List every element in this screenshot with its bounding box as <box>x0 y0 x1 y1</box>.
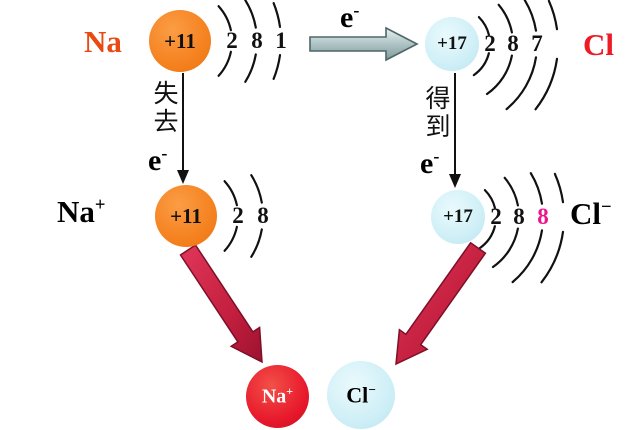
na-ion-shell-count-2: 8 <box>257 203 269 228</box>
na-shell-count-2: 8 <box>251 28 263 53</box>
cl-ion-shell-count-3-gained: 8 <box>537 204 549 229</box>
gain-word-char-2: 到 <box>425 112 451 141</box>
cl-shell-count-1: 2 <box>484 31 496 56</box>
na-shell-count-3: 1 <box>275 28 287 53</box>
cl-shell-count-3: 7 <box>531 31 543 56</box>
cl-ion-shell-count-2: 8 <box>513 204 525 229</box>
na-ion-shell-count-1: 2 <box>232 203 244 228</box>
gain-electron-arrow <box>449 73 461 188</box>
cl-ion-charge: +17 <box>443 206 473 227</box>
combine-arrow-left <box>179 243 263 364</box>
electron-transfer-arrow <box>309 26 419 62</box>
result-cl-ion: Cl− <box>327 361 395 429</box>
na-shell-count-1: 2 <box>226 28 238 53</box>
gain-word-char-1: 得 <box>425 84 451 113</box>
cl-ion-nucleus: +17 <box>431 190 485 244</box>
gain-electron-label: e- <box>420 146 440 180</box>
na-ion-charge: +11 <box>170 203 202 228</box>
cl-nucleus-charge: +17 <box>437 33 467 54</box>
cl-atom-nucleus: +17 <box>425 17 479 71</box>
result-na-ion: Na+ <box>246 365 309 428</box>
transfer-electron-label: e- <box>340 0 360 34</box>
na-ion-nucleus: +11 <box>155 185 217 247</box>
lose-electron-arrow <box>177 73 189 184</box>
lose-word-char-1: 失 <box>153 79 179 108</box>
combine-arrow-right <box>395 241 487 366</box>
lose-word-char-2: 去 <box>153 107 179 136</box>
cl-ion-shell-count-1: 2 <box>490 204 502 229</box>
na-atom-nucleus: +11 <box>149 10 211 72</box>
na-nucleus-charge: +11 <box>164 28 196 53</box>
na-ion-label: Na+ <box>57 194 106 229</box>
cl-shell-count-2: 8 <box>507 31 519 56</box>
na-symbol: Na <box>84 24 122 59</box>
cl-symbol: Cl <box>583 27 614 62</box>
cl-ion-label: Cl− <box>570 196 612 231</box>
lose-electron-label: e- <box>148 143 168 177</box>
